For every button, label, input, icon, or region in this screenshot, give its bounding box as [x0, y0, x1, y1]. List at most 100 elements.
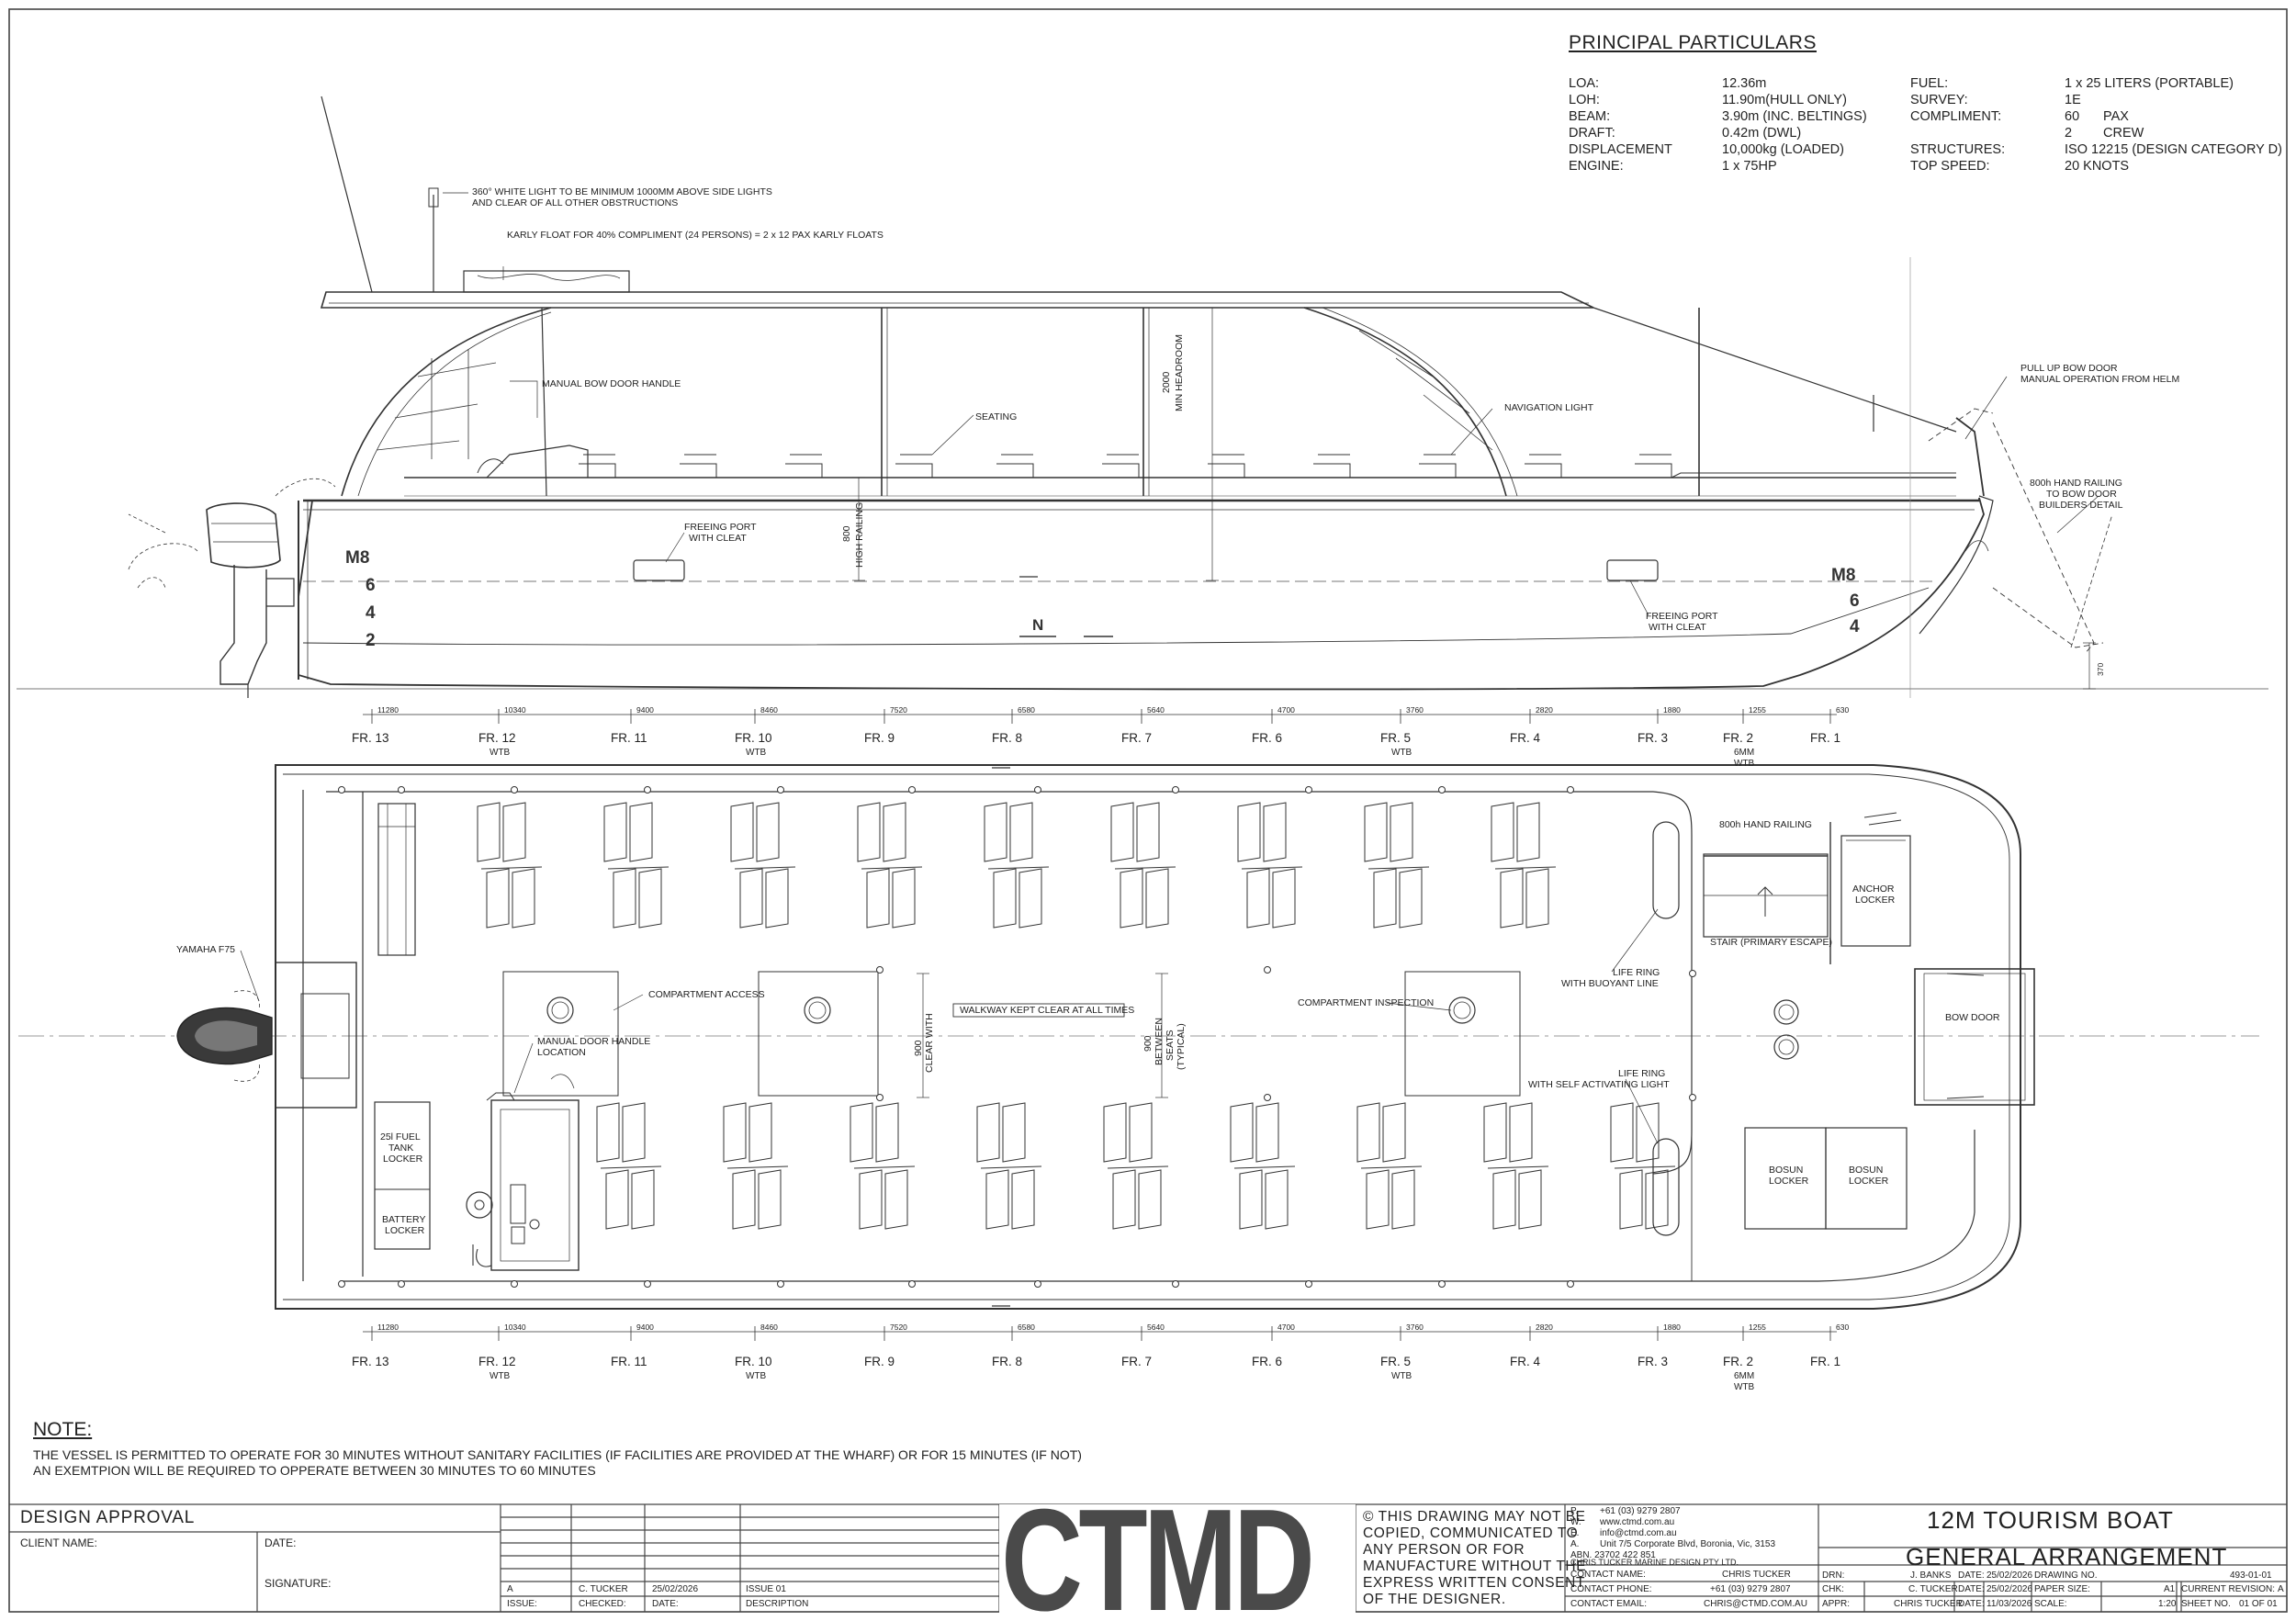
between-seats-label-2: SEATS [1165, 1030, 1176, 1061]
between-seats-value: 900 [1142, 1035, 1154, 1052]
seat [477, 802, 501, 862]
client-name-label: CLIENT NAME: [20, 1537, 97, 1549]
stanchion [1567, 786, 1574, 794]
pp-right-value: 2 [2065, 126, 2073, 141]
freeing-port-fwd-1: FREEING PORT [1646, 611, 1718, 622]
pp-right-extra: PAX [2103, 109, 2129, 124]
frame-label: FR. 4 [1510, 1355, 1541, 1368]
contact-name-value: CHRIS TUCKER [1722, 1570, 1791, 1580]
frame-sub-label: WTB [1391, 748, 1412, 758]
frame-sub-label: WTB [746, 1371, 767, 1381]
stanchion [1567, 1280, 1574, 1288]
frame-sub-label: WTB [746, 748, 767, 758]
seat [1373, 868, 1397, 929]
pp-right-label: COMPLIMENT: [1910, 109, 2002, 124]
copyright-3: ANY PERSON OR FOR [1363, 1542, 1525, 1558]
seat [1239, 1169, 1263, 1230]
drawing-no: 493-01-01 [2230, 1570, 2272, 1581]
frame-label: FR. 6 [1252, 731, 1283, 745]
seat [1491, 802, 1514, 862]
fuel-locker-1: 25l FUEL [380, 1131, 421, 1143]
seat [884, 1169, 908, 1230]
stanchion [777, 1280, 784, 1288]
hand-rail-note-3: BUILDERS DETAIL [2039, 500, 2123, 511]
title-block-frame [9, 1503, 2287, 1612]
drn-date: 25/02/2026 [1986, 1570, 2033, 1581]
frame-dimension: 3760 [1406, 705, 1424, 715]
chk-date: 25/02/2026 [1986, 1584, 2033, 1594]
pp-left-label: LOA: [1569, 76, 1600, 91]
seat-rail [987, 866, 1050, 870]
frame-dimension: 5640 [1147, 1323, 1165, 1332]
life-ring-1a: LIFE RING [1613, 967, 1660, 978]
seat [1237, 802, 1261, 862]
freeing-port-aft-1: FREEING PORT [684, 522, 757, 533]
frame-sub-label-2: WTB [1734, 1382, 1755, 1392]
stanchion [1305, 1280, 1312, 1288]
seat-rail [1241, 866, 1303, 870]
light-note-2: AND CLEAR OF ALL OTHER OBSTRUCTIONS [472, 197, 679, 208]
frame-label: FR. 2 [1723, 731, 1754, 745]
pp-right-value: 1E [2065, 93, 2081, 107]
stanchion [908, 1280, 916, 1288]
seat [875, 1102, 899, 1163]
seat [605, 1169, 629, 1230]
company-p-label: P. [1570, 1506, 1579, 1516]
appr-label: APPR: [1822, 1599, 1851, 1609]
registration-aft-1: M8 [345, 548, 370, 568]
seat [1525, 868, 1549, 929]
sheet-no-label: SHEET NO. [2181, 1599, 2231, 1609]
company-phone: +61 (03) 9279 2807 [1600, 1506, 1681, 1516]
seat [1263, 802, 1287, 862]
rev-date-header: DATE: [652, 1599, 679, 1609]
fuel-locker-3: LOCKER [383, 1154, 423, 1165]
stanchion [1172, 786, 1179, 794]
seat-rail [1114, 866, 1176, 870]
stanchion [1438, 786, 1446, 794]
battery-locker-2: LOCKER [385, 1225, 425, 1236]
walkway-note: WALKWAY KEPT CLEAR AT ALL TIMES [960, 1005, 1135, 1016]
note-heading: NOTE: [33, 1419, 93, 1440]
manual-door-handle-1: MANUAL DOOR HANDLE [537, 1036, 651, 1047]
seat [1272, 868, 1296, 929]
rev-issue: A [507, 1584, 513, 1594]
seat [732, 1169, 756, 1230]
registration-fwd-1: M8 [1831, 566, 1856, 585]
rail-dim-label: HIGH RAILING [854, 501, 865, 568]
compartment-access-note: COMPARTMENT ACCESS [648, 989, 765, 1000]
seat [748, 1102, 772, 1163]
frame-dimension: 1880 [1663, 1323, 1681, 1332]
stanchion [1689, 1094, 1696, 1101]
headroom-dim-label: MIN HEADROOM [1174, 334, 1185, 411]
draft-dim-370: 370 [2096, 662, 2105, 676]
light-note-1: 360° WHITE LIGHT TO BE MINIMUM 1000MM AB… [472, 186, 772, 197]
stanchion [1438, 1280, 1446, 1288]
pp-left-value: 1 x 75HP [1722, 159, 1777, 174]
frame-dimension-rows [363, 714, 1837, 1333]
drn-label: DRN: [1822, 1570, 1845, 1581]
seat [1246, 868, 1270, 929]
frame-dimension: 630 [1836, 705, 1850, 715]
bow-door-handle-note: MANUAL BOW DOOR HANDLE [542, 378, 681, 389]
between-seats-label-3: (TYPICAL) [1176, 1023, 1187, 1070]
frame-label: FR. 11 [611, 1355, 647, 1368]
frame-dimension: 10340 [504, 1323, 526, 1332]
pp-left-value: 11.90m(HULL ONLY) [1722, 93, 1847, 107]
stanchion [338, 786, 345, 794]
frame-label: FR. 13 [352, 1355, 389, 1368]
chk-date-label: DATE: [1958, 1584, 1985, 1594]
stanchion [511, 1280, 518, 1288]
pull-up-bow-door-note-1: PULL UP BOW DOOR [2020, 363, 2118, 374]
chk-name: C. TUCKER [1908, 1584, 1958, 1594]
hand-rail-note-2: TO BOW DOOR [2046, 489, 2117, 500]
paper-size-label: PAPER SIZE: [2034, 1584, 2090, 1594]
manual-door-handle-2: LOCATION [537, 1047, 586, 1058]
frame-dimension: 8460 [760, 705, 778, 715]
stanchion [511, 786, 518, 794]
seat [1120, 868, 1143, 929]
seat [1255, 1102, 1279, 1163]
frame-dimension: 2820 [1536, 1323, 1553, 1332]
seat-rail [726, 1165, 789, 1169]
frame-dimension: 1255 [1749, 705, 1766, 715]
frame-label: FR. 9 [864, 1355, 895, 1368]
